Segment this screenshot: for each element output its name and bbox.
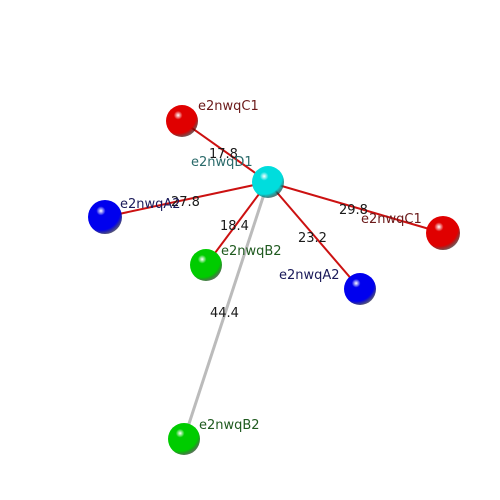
node-label-c1_top: e2nwqC1 <box>198 99 259 114</box>
edge-label: 44.4 <box>210 306 239 321</box>
edge-center-b2_far <box>182 181 270 440</box>
edges-layer <box>104 120 444 440</box>
edge-label: 29.8 <box>339 203 368 218</box>
node-c1_right[interactable] <box>426 216 460 250</box>
node-label-a2_left: e2nwqA2 <box>120 197 181 212</box>
node-b2_far[interactable] <box>168 423 200 455</box>
node-c1_top[interactable] <box>166 105 198 137</box>
node-b2_near[interactable] <box>190 249 222 281</box>
node-label-c1_right: e2nwqC1 <box>361 212 422 227</box>
edge-center-c1_top <box>181 120 269 183</box>
node-a2_left[interactable] <box>88 200 122 234</box>
node-a2_right[interactable] <box>344 273 376 305</box>
edge-label: 17.8 <box>209 147 238 162</box>
labels-layer: 17.8 27.8 18.4 29.8 23.2 44.4 e2nwqD1 e2nwqC1 e2… <box>120 99 422 433</box>
edge-center-c1_right <box>267 181 444 234</box>
node-center[interactable] <box>252 166 284 198</box>
edge-center-a2_left <box>104 181 269 218</box>
node-label-center: e2nwqD1 <box>191 155 253 170</box>
edge-label: 18.4 <box>220 219 249 234</box>
edge-center-a2_right <box>267 181 361 290</box>
edge-label: 23.2 <box>298 231 327 246</box>
node-label-b2_near: e2nwqB2 <box>221 244 282 259</box>
edge-label: 27.8 <box>171 195 200 210</box>
node-label-a2_right: e2nwqA2 <box>279 268 340 283</box>
node-label-b2_far: e2nwqB2 <box>199 418 260 433</box>
nodes-layer <box>88 105 460 455</box>
edge-center-b2_near <box>205 181 269 266</box>
